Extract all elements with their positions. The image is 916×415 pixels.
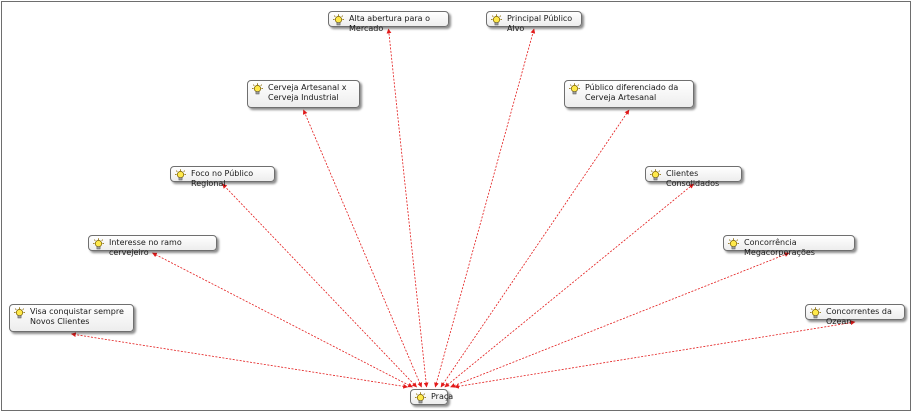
node-concorrentes-ozean[interactable]: Concorrentes da Ozean (805, 304, 905, 326)
node-label: Concorrentes da Ozean (826, 307, 892, 326)
node-alta-abertura[interactable]: Alta abertura para o Mercado (328, 11, 449, 33)
edge-group (71, 28, 856, 389)
lightbulb-icon (251, 83, 264, 95)
node-label: Alta abertura para o Mercado (349, 14, 431, 33)
node-cerveja-artesanal[interactable]: Cerveja Artesanal x Cerveja Industrial (247, 80, 360, 108)
edge-visa-conquistar (71, 332, 409, 389)
node-foco-publico[interactable]: Foco no Público Regional (170, 166, 275, 188)
lightbulb-icon (414, 392, 427, 404)
node-principal-publico[interactable]: Principal Público Alvo (486, 11, 582, 33)
lightbulb-icon (332, 14, 345, 26)
edge-concorrentes-ozean (454, 320, 856, 389)
lightbulb-icon (13, 307, 26, 319)
lightbulb-icon (92, 238, 105, 250)
node-clientes-consolidados[interactable]: Clientes Consolidados (645, 166, 742, 188)
lightbulb-icon (568, 83, 581, 95)
node-label: Cerveja Artesanal x Cerveja Industrial (268, 83, 347, 102)
lightbulb-icon (809, 307, 822, 319)
node-publico-diferenciado[interactable]: Público diferenciado da Cerveja Artesana… (564, 80, 694, 108)
lightbulb-icon (490, 14, 503, 26)
node-label: Clientes Consolidados (666, 169, 720, 188)
node-concorrencia-mega[interactable]: Concorrência Megacorporações (723, 235, 855, 257)
node-label: Praça (431, 392, 454, 401)
lightbulb-icon (649, 169, 662, 181)
node-label: Foco no Público Regional (191, 169, 254, 188)
node-label: Visa conquistar sempre Novos Clientes (30, 307, 124, 326)
lightbulb-icon (727, 238, 740, 250)
node-praca[interactable]: Praça (410, 389, 454, 405)
edge-publico-diferenciado (440, 109, 630, 388)
edge-alta-abertura (386, 28, 429, 388)
edge-principal-publico (434, 28, 536, 388)
node-label: Principal Público Alvo (507, 14, 573, 33)
lightbulb-icon (174, 169, 187, 181)
edge-concorrencia-mega (450, 252, 790, 388)
edge-clientes-consolidados (444, 183, 694, 388)
node-label: Público diferenciado da Cerveja Artesana… (585, 83, 679, 102)
edge-foco-publico (222, 183, 417, 388)
node-label: Interesse no ramo cervejeiro (109, 238, 182, 257)
edge-cerveja-artesanal (302, 109, 422, 388)
node-interesse-ramo[interactable]: Interesse no ramo cervejeiro (88, 235, 217, 257)
node-visa-conquistar[interactable]: Visa conquistar sempre Novos Clientes (9, 304, 134, 332)
edges-layer (71, 28, 856, 389)
node-label: Concorrência Megacorporações (744, 238, 815, 257)
